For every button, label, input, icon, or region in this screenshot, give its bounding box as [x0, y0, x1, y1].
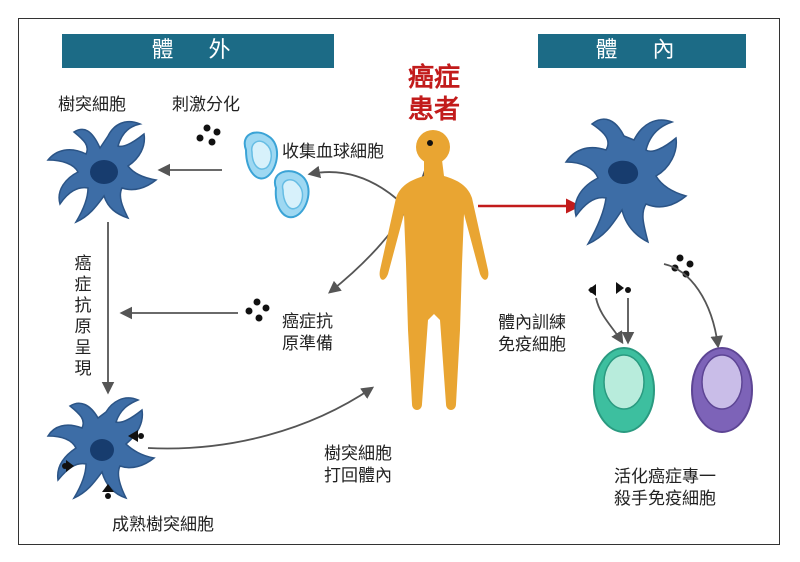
- label-antigen-char: 現: [74, 359, 92, 379]
- label-collect-blood: 收集血球細胞: [282, 142, 384, 162]
- arrow-return: [147, 386, 375, 450]
- dendritic-cell-mature: [46, 397, 156, 500]
- label-antigen-char: 癌: [74, 254, 92, 274]
- t-cell-green: [593, 347, 655, 433]
- patient-title-line2: 患者: [407, 95, 460, 125]
- patient-title: 癌症 患者: [396, 62, 472, 126]
- stimulation-dots: [196, 124, 221, 146]
- label-return-line2: 打回體內: [324, 466, 392, 486]
- label-activate: 活化癌症專一 殺手免疫細胞: [614, 466, 716, 510]
- label-train-line1: 體內訓練: [498, 313, 566, 333]
- label-mature-dc: 成熟樹突細胞: [112, 515, 214, 535]
- label-antigen-char: 呈: [74, 338, 92, 358]
- diagram-frame: [18, 18, 780, 545]
- t-cell-purple: [691, 347, 753, 433]
- dendritic-cell-immature: [46, 120, 158, 224]
- label-antigen-prep-line1: 癌症抗: [282, 312, 333, 332]
- arrow-tcell-purple: [663, 263, 723, 349]
- label-dendritic-cell: 樹突細胞: [58, 95, 126, 115]
- label-train-line2: 免疫細胞: [498, 335, 566, 355]
- label-antigen-presentation: 癌 症 抗 原 呈 現: [73, 254, 93, 380]
- label-antigen-char: 抗: [74, 296, 92, 316]
- dendritic-cell-in-vivo: [564, 118, 688, 296]
- antigen-dots-in-vivo: [671, 254, 694, 278]
- antigen-dots: [245, 298, 270, 322]
- header-ex-vivo: 體 外: [62, 34, 334, 68]
- label-activate-line1: 活化癌症專一: [614, 467, 716, 487]
- label-antigen-char: 症: [74, 275, 92, 295]
- label-activate-line2: 殺手免疫細胞: [614, 489, 716, 509]
- label-train: 體內訓練 免疫細胞: [498, 312, 566, 356]
- arrow-tcell-green-a: [595, 297, 624, 345]
- patient-body: [379, 130, 489, 410]
- label-antigen-prep: 癌症抗 原準備: [282, 311, 333, 355]
- blood-cells: [243, 131, 310, 219]
- header-in-vivo: 體 內: [538, 34, 746, 68]
- label-return-line1: 樹突細胞: [324, 444, 392, 464]
- label-return: 樹突細胞 打回體內: [324, 443, 392, 487]
- arrow-collect: [307, 165, 399, 201]
- label-stimulate: 刺激分化: [172, 95, 240, 115]
- label-antigen-char: 原: [74, 317, 92, 337]
- patient-title-line1: 癌症: [407, 63, 460, 93]
- label-antigen-prep-line2: 原準備: [282, 334, 333, 354]
